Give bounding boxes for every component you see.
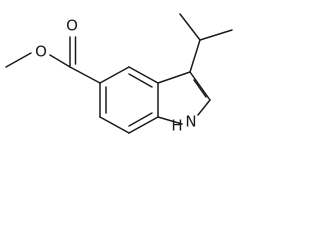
bond-c3a-c3 [157,71,191,84]
bond-isopropyl-methyl-right [199,29,233,41]
bond-c3-c2 [189,71,211,101]
bond-c7-c6 [99,116,130,134]
bond-isopropyl-methyl-left [179,13,201,41]
atom-labels: O O N H [35,17,197,135]
indole-nitrogen-label: N [185,113,196,131]
bond-c4-c3a [128,66,159,84]
bond-inner-c4-c3a [128,73,153,88]
bond-carbonyl-ring [69,66,101,84]
molecule-diagram: O O N H [5,13,233,135]
bond-c3-isopropyl [189,39,201,73]
bond-c3-c2-double [193,79,207,98]
bond-inner-c7a-c7 [128,112,153,127]
bond-methyl-oxygen [5,52,32,68]
bond-c5-c4 [99,66,130,84]
ester-ether-oxygen-label: O [35,43,47,61]
ester-carbonyl-oxygen-label: O [66,17,78,35]
bond-c7a-c7 [128,116,159,134]
bond-oxygen-carbonyl [49,54,71,68]
bond-lines [5,13,233,134]
bond-n1-c7a [157,116,183,125]
indole-nh-hydrogen-label: H [171,117,182,135]
bond-c2-n1 [197,99,211,116]
